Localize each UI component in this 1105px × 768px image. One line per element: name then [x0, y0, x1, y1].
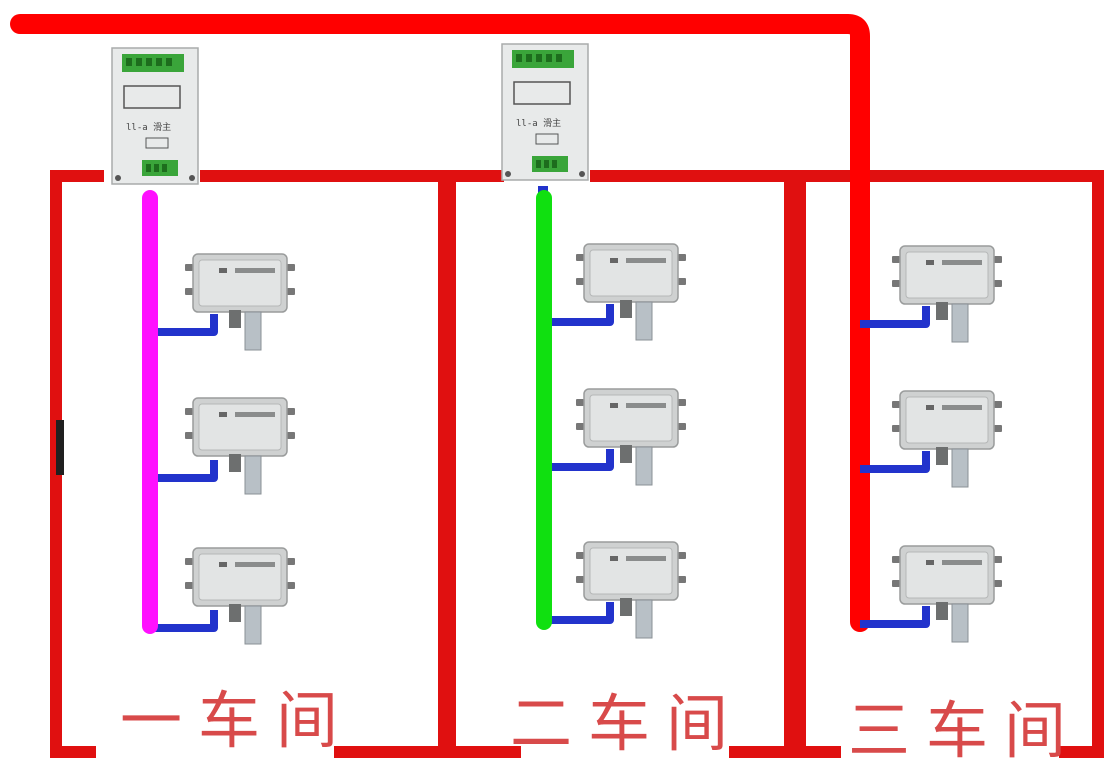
workshop-3-wall: [794, 170, 1104, 758]
converter-2-text: ll-a 滑主: [516, 117, 561, 129]
sensors-workshop-2: [575, 243, 687, 639]
sensors-workshop-3: [891, 245, 1003, 643]
converter-module-icon: ll-a 滑主: [501, 43, 589, 181]
trunk-cable: [10, 14, 870, 632]
converter-module-icon: ll-a 滑主: [111, 47, 199, 185]
workshop-2-wall: [444, 170, 796, 758]
workshop-3-label: 三车间: [848, 694, 1082, 767]
converter-1-text: ll-a 滑主: [126, 121, 171, 133]
sensors-workshop-1: [184, 253, 296, 645]
drop-cables: [150, 304, 930, 632]
wall-mark: [56, 420, 64, 475]
workshop-walls: [50, 170, 1104, 758]
workshop-1-label: 一车间: [120, 684, 354, 757]
workshop-2-label: 二车间: [510, 687, 744, 760]
